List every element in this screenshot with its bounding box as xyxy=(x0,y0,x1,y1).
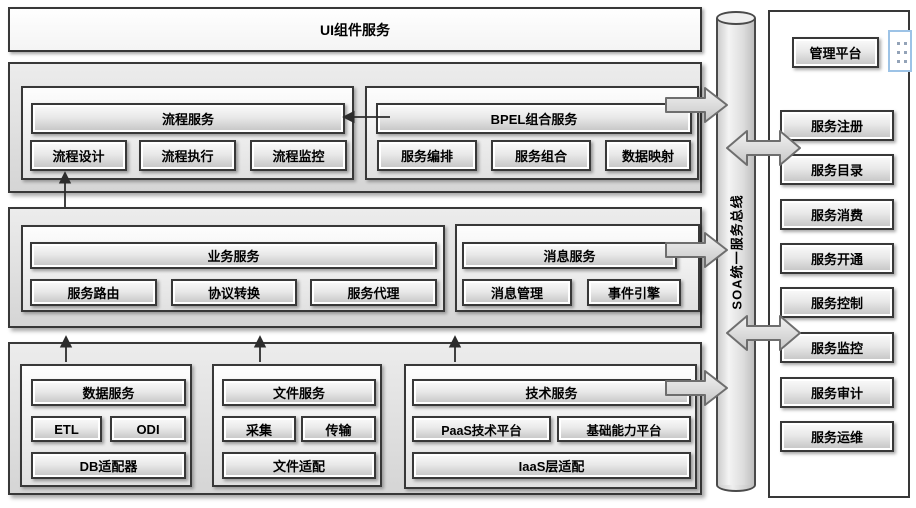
process-layer-section: 流程服务 流程设计 流程执行 流程监控 BPEL组合服务 服务编排 服务组合 数… xyxy=(8,62,702,193)
db-adapter-box: DB适配器 xyxy=(31,452,186,479)
process-service-header: 流程服务 xyxy=(31,103,345,134)
soa-service-bus-cylinder: SOA统一服务总线 xyxy=(716,11,756,492)
file-service-header: 文件服务 xyxy=(222,379,376,406)
iaas-adapter-box: IaaS层适配 xyxy=(412,452,691,479)
process-design-box: 流程设计 xyxy=(30,140,127,171)
business-service-group: 业务服务 服务路由 协议转换 服务代理 xyxy=(21,225,445,312)
service-register-box: 服务注册 xyxy=(780,110,894,141)
file-service-group: 文件服务 采集 传输 文件适配 xyxy=(212,364,382,487)
basic-capability-platform-box: 基础能力平台 xyxy=(557,416,691,442)
ui-component-service-bar: UI组件服务 xyxy=(8,7,702,52)
service-composition-box: 服务组合 xyxy=(491,140,591,171)
process-monitor-box: 流程监控 xyxy=(250,140,347,171)
protocol-conversion-box: 协议转换 xyxy=(171,279,297,306)
tech-service-header: 技术服务 xyxy=(412,379,691,406)
message-management-box: 消息管理 xyxy=(462,279,572,306)
service-monitoring-box: 服务监控 xyxy=(780,332,894,363)
data-service-group: 数据服务 ETL ODI DB适配器 xyxy=(20,364,192,487)
file-adapter-box: 文件适配 xyxy=(222,452,376,479)
paas-platform-box: PaaS技术平台 xyxy=(412,416,551,442)
service-control-box: 服务控制 xyxy=(780,287,894,318)
cylinder-top-cap xyxy=(716,11,756,25)
business-service-header: 业务服务 xyxy=(30,242,437,269)
soa-bus-label: SOA统一服务总线 xyxy=(729,193,745,310)
business-layer-section: 业务服务 服务路由 协议转换 服务代理 消息服务 消息管理 事件引擎 xyxy=(8,207,702,328)
data-mapping-box: 数据映射 xyxy=(605,140,691,171)
process-execution-box: 流程执行 xyxy=(139,140,236,171)
odi-box: ODI xyxy=(110,416,186,442)
message-service-group: 消息服务 消息管理 事件引擎 xyxy=(455,224,700,312)
service-catalog-box: 服务目录 xyxy=(780,154,894,185)
bpel-composite-service-group: BPEL组合服务 服务编排 服务组合 数据映射 xyxy=(365,86,699,180)
service-operations-box: 服务运维 xyxy=(780,421,894,452)
service-routing-box: 服务路由 xyxy=(30,279,157,306)
event-engine-box: 事件引擎 xyxy=(587,279,681,306)
management-platform-box: 管理平台 xyxy=(792,37,879,68)
data-service-header: 数据服务 xyxy=(31,379,186,406)
management-panel: 管理平台 服务注册 服务目录 服务消费 服务开通 服务控制 服务监控 服务审计 … xyxy=(768,10,910,498)
process-service-group: 流程服务 流程设计 流程执行 流程监控 xyxy=(21,86,354,180)
service-proxy-box: 服务代理 xyxy=(310,279,437,306)
service-provisioning-box: 服务开通 xyxy=(780,243,894,274)
message-service-header: 消息服务 xyxy=(462,242,677,269)
tech-service-group: 技术服务 PaaS技术平台 基础能力平台 IaaS层适配 xyxy=(404,364,697,489)
drag-dots-icon xyxy=(897,42,900,45)
service-audit-box: 服务审计 xyxy=(780,377,894,408)
object-anchor-handle[interactable] xyxy=(888,30,912,72)
transfer-box: 传输 xyxy=(301,416,376,442)
service-orchestration-box: 服务编排 xyxy=(377,140,477,171)
service-consumption-box: 服务消费 xyxy=(780,199,894,230)
etl-box: ETL xyxy=(31,416,102,442)
collection-box: 采集 xyxy=(222,416,296,442)
foundation-layer-section: 数据服务 ETL ODI DB适配器 文件服务 采集 传输 文件适配 技术服务 … xyxy=(8,342,702,495)
bpel-composite-service-header: BPEL组合服务 xyxy=(376,103,692,134)
